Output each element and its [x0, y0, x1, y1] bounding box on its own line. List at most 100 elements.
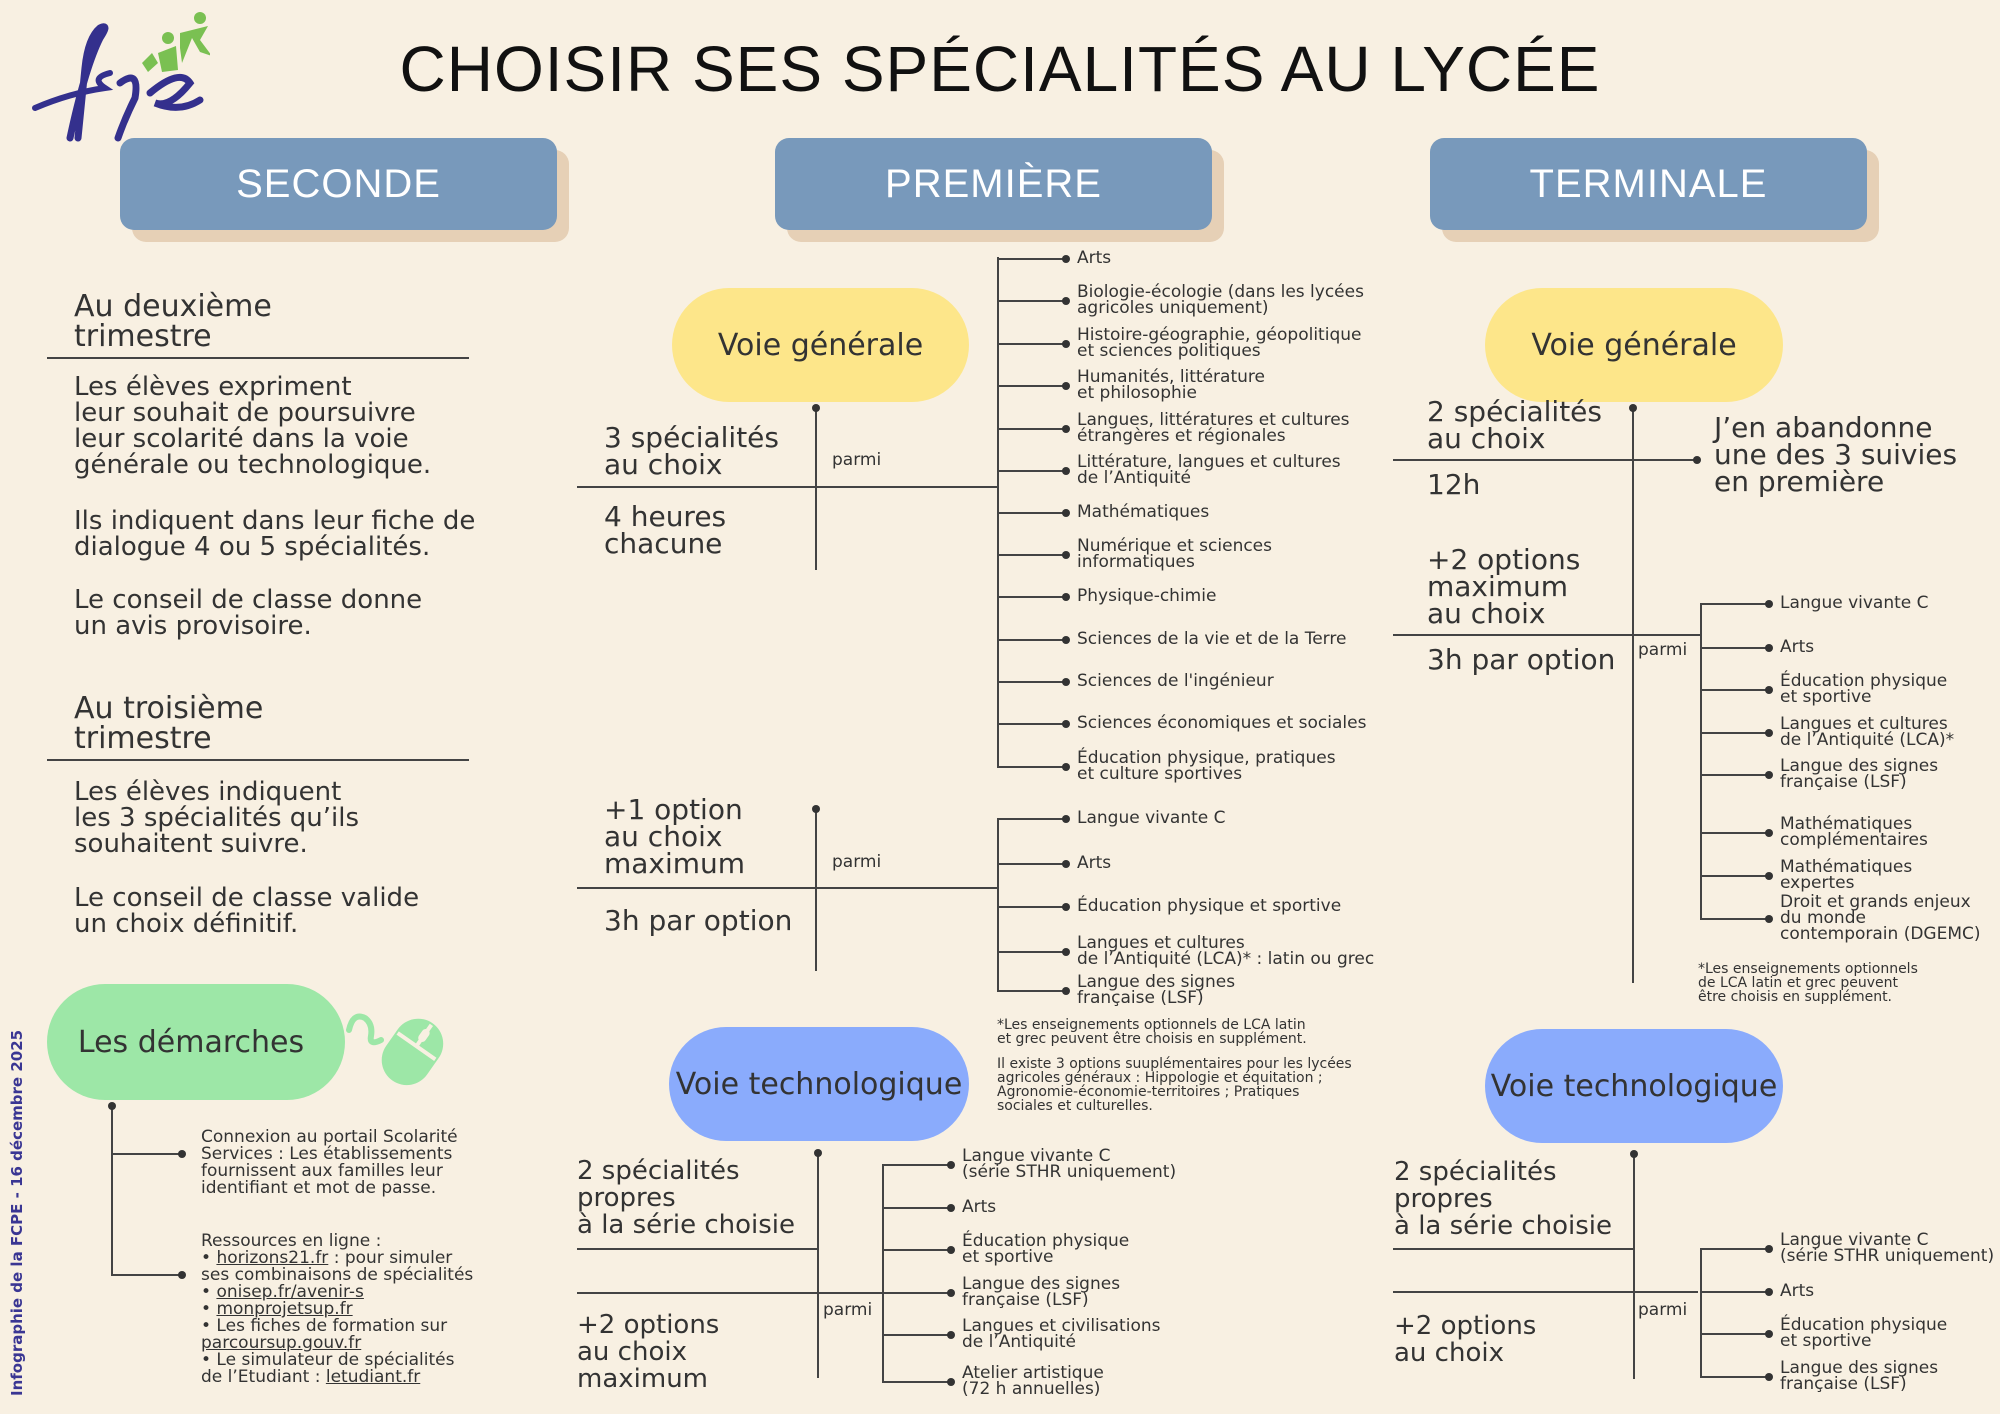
branch-line	[997, 300, 1065, 302]
branch-line	[997, 258, 1065, 260]
header-terminale-label: TERMINALE	[1529, 161, 1768, 206]
list-item: Langue vivante C (série STHR uniquement)	[1780, 1230, 1995, 1266]
header-terminale: TERMINALE	[1430, 138, 1867, 230]
link-letudiant[interactable]: letudiant.fr	[325, 1367, 421, 1387]
connector-dot	[1630, 1150, 1638, 1158]
branch-line	[997, 428, 1065, 430]
header-seconde: SECONDE	[120, 138, 557, 230]
trimestre-3-title: Au troisième trimestre	[74, 691, 264, 756]
fcpe-logo	[30, 8, 212, 143]
branch-line	[1700, 832, 1768, 834]
terminale-techno-spec-count: 2 spécialités propres à la série choisie	[1394, 1157, 1613, 1241]
ressource-item: • Les fiches de formation sur parcoursup…	[201, 1318, 481, 1352]
branch-line	[882, 1164, 950, 1166]
branch-line	[1700, 1376, 1768, 1378]
pill-label: Voie technologique	[1490, 1068, 1778, 1104]
branch-line	[1700, 603, 1768, 605]
demarches-label: Les démarches	[77, 1024, 305, 1060]
branch-dot	[1765, 771, 1773, 779]
branch-dot	[1062, 948, 1070, 956]
parmi-label: parmi	[823, 1300, 873, 1320]
connector-dot	[178, 1271, 186, 1279]
axis	[577, 1248, 818, 1250]
list-item: Langue des signes française (LSF)	[1780, 756, 1939, 792]
axis	[1632, 408, 1634, 983]
list-item: Langues et civilisations de l’Antiquité	[962, 1316, 1161, 1352]
premiere-techno-spec-count: 2 spécialités propres à la série choisie	[577, 1156, 796, 1240]
branch-line	[997, 385, 1065, 387]
header-premiere-label: PREMIÈRE	[885, 161, 1102, 206]
premiere-spec-hours: 4 heures chacune	[604, 500, 727, 560]
branch-line	[997, 766, 1065, 768]
options-trunk	[882, 1164, 884, 1382]
parmi-label: parmi	[1638, 1300, 1688, 1320]
premiere-spec-count: 3 spécialités au choix	[604, 421, 779, 481]
branch-dot	[1062, 255, 1070, 263]
branch-dot	[1765, 1245, 1773, 1253]
parmi-label: parmi	[1638, 640, 1688, 660]
branch-dot	[1062, 425, 1070, 433]
branch-dot	[1765, 600, 1773, 608]
branch-dot	[1062, 593, 1070, 601]
bullet-text: •	[201, 1248, 217, 1268]
link-onisep[interactable]: onisep.fr/avenir-s	[216, 1282, 364, 1302]
connector-dot	[814, 1149, 822, 1157]
branch-line	[1700, 647, 1768, 649]
branch-line	[997, 554, 1065, 556]
trimestre-3-paragraph-2: Le conseil de classe valide un choix déf…	[74, 883, 420, 939]
premiere-option-count: +1 option au choix maximum	[604, 793, 746, 880]
branch-dot	[1062, 297, 1070, 305]
premiere-note-lca: *Les enseignements optionnels de LCA lat…	[997, 1017, 1307, 1047]
branch-line	[1700, 1248, 1768, 1250]
link-horizons21[interactable]: horizons21.fr	[216, 1248, 329, 1268]
list-item: Histoire-géographie, géopolitique et sci…	[1077, 325, 1362, 361]
connector	[111, 1274, 181, 1276]
connector-dot	[1629, 404, 1637, 412]
link-monprojetsup[interactable]: monprojetsup.fr	[216, 1299, 353, 1319]
premiere-option-hours: 3h par option	[604, 904, 793, 937]
trimestre-2-title: Au deuxième trimestre	[74, 289, 272, 354]
branch-dot	[1062, 509, 1070, 517]
list-item: Éducation physique et sportive	[962, 1231, 1130, 1267]
bullet-text: • Les fiches de formation sur	[201, 1316, 448, 1336]
branch-line	[882, 1334, 950, 1336]
axis	[577, 1292, 882, 1294]
list-item: Humanités, littérature et philosophie	[1077, 367, 1265, 403]
list-item: Arts	[1077, 853, 1112, 873]
list-item: Arts	[1780, 1281, 1815, 1301]
ressource-item: • horizons21.fr : pour simuler ses combi…	[201, 1250, 481, 1284]
branch-dot	[1765, 729, 1773, 737]
premiere-voie-technologique-pill: Voie technologique	[669, 1027, 969, 1141]
bullet-text: •	[201, 1299, 217, 1319]
list-item: Physique-chimie	[1077, 586, 1217, 606]
demarche-ressources: Ressources en ligne : • horizons21.fr : …	[201, 1233, 481, 1386]
axis	[1393, 634, 1702, 636]
axis	[817, 1153, 819, 1378]
branch-dot	[1765, 872, 1773, 880]
premiere-note-agricoles: Il existe 3 options suuplémentaires pour…	[997, 1056, 1352, 1114]
branch-line	[882, 1249, 950, 1251]
terminale-note-lca: *Les enseignements optionnels de LCA lat…	[1698, 961, 1918, 1005]
branch-dot	[947, 1378, 955, 1386]
branch-dot	[1062, 678, 1070, 686]
list-item: Sciences économiques et sociales	[1077, 713, 1367, 733]
branch-dot	[1062, 551, 1070, 559]
list-item: Langue vivante C	[1780, 593, 1929, 613]
list-item: Sciences de la vie et de la Terre	[1077, 629, 1347, 649]
branch-dot	[1062, 903, 1070, 911]
link-parcoursup[interactable]: parcoursup.gouv.fr	[201, 1333, 362, 1353]
connector-dot	[812, 404, 820, 412]
branch-dot	[1765, 1373, 1773, 1381]
branch-line	[997, 512, 1065, 514]
ressource-item: • Le simulateur de spécialités de l’Etud…	[201, 1352, 481, 1386]
branch-line	[1700, 689, 1768, 691]
axis	[1393, 1291, 1698, 1293]
branch-dot	[947, 1246, 955, 1254]
terminale-spec-hours: 12h	[1427, 468, 1481, 501]
list-item: Littérature, langues et cultures de l’An…	[1077, 452, 1341, 488]
list-item: Arts	[1077, 248, 1112, 268]
branch-line	[1700, 1333, 1768, 1335]
branch-dot	[1765, 829, 1773, 837]
branch-line	[997, 906, 1065, 908]
branch-line	[997, 951, 1065, 953]
